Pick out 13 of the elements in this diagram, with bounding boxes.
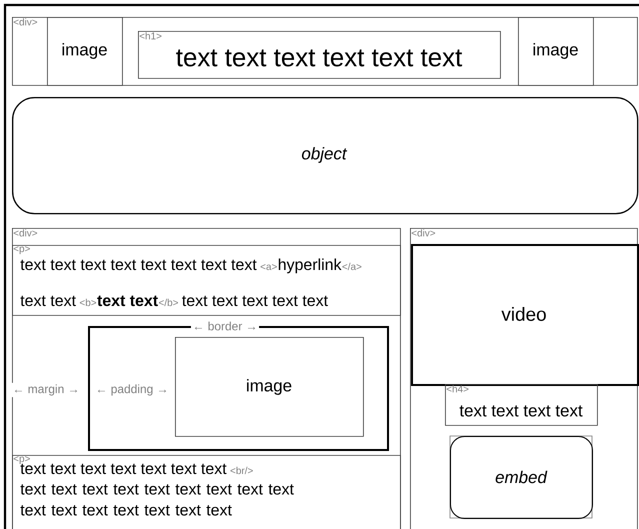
object-box: object (12, 97, 638, 214)
dimension-label: ← margin → (10, 382, 82, 398)
embed-box: embed (450, 436, 593, 519)
paragraph-box: <p> text text text text text text text text <a>hyperlink</a> text text <b>text text</b> text text text text text (12, 244, 401, 316)
image-box: image (518, 17, 594, 86)
paragraph-box: <p> text text text text text text text <br/> text text text text text text text text text text text text text text text text (12, 455, 401, 529)
heading-box: <h1> text text text text text text (138, 31, 501, 79)
image-box: image (175, 337, 364, 437)
heading-box: <h4> text text text text (445, 384, 598, 426)
image-box: image (47, 17, 123, 86)
dimension-label: ← border → (190, 320, 260, 332)
dimension-label: ← padding → (94, 382, 170, 398)
video-box: video (411, 244, 639, 386)
